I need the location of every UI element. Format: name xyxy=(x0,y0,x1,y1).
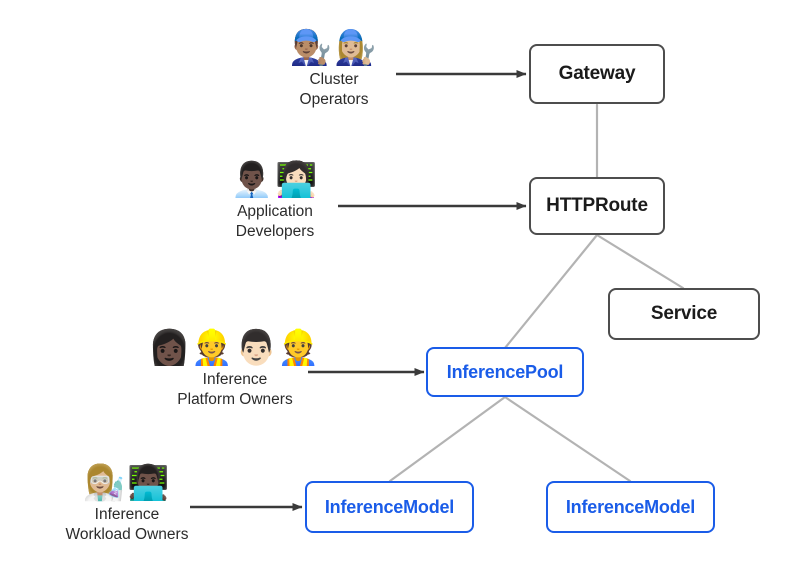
node-service[interactable]: Service xyxy=(608,288,760,340)
inference-workload-owners-label-line1: Inference xyxy=(94,506,160,523)
node-service-label: Service xyxy=(650,303,718,324)
node-httproute-label: HTTPRoute xyxy=(546,195,648,216)
connector-inferencepool-inferencemodel-left xyxy=(388,395,507,483)
node-inferencemodel-left[interactable]: InferenceModel xyxy=(305,481,474,533)
connector-httproute-inferencepool xyxy=(503,233,599,350)
inference-platform-owners-label-line2: Platform Owners xyxy=(177,391,293,408)
cluster-operators-label-line1: Cluster xyxy=(309,71,359,88)
inference-platform-owners-emoji: 👩🏿‍👷👨🏻‍👷 xyxy=(148,328,322,368)
cluster-operators-label-line2: Operators xyxy=(299,91,369,108)
node-inferencepool[interactable]: InferencePool xyxy=(426,347,584,397)
cluster-operators-label: Cluster Operators xyxy=(300,70,369,110)
node-gateway[interactable]: Gateway xyxy=(529,44,665,104)
node-httproute[interactable]: HTTPRoute xyxy=(529,177,665,235)
connector-inferencepool-inferencemodel-right xyxy=(503,395,632,483)
node-inferencemodel-left-label: InferenceModel xyxy=(324,496,455,517)
inference-workload-owners-label-line2: Workload Owners xyxy=(65,526,189,543)
persona-cluster-operators: 👨🏽‍🔧👩🏼‍🔧 Cluster Operators xyxy=(239,28,429,110)
node-inferencemodel-right-label: InferenceModel xyxy=(565,496,696,517)
inference-workload-owners-label: Inference Workload Owners xyxy=(66,505,189,545)
persona-application-developers: 👨🏿‍💼👩🏻‍💻 Application Developers xyxy=(180,160,370,242)
cluster-operators-emoji: 👨🏽‍🔧👩🏼‍🔧 xyxy=(289,28,379,68)
inference-workload-owners-emoji: 👩🏼‍🔬👨🏿‍💻 xyxy=(82,463,172,503)
node-gateway-label: Gateway xyxy=(558,63,636,84)
inference-platform-owners-label: Inference Platform Owners xyxy=(177,370,292,410)
node-inferencemodel-right[interactable]: InferenceModel xyxy=(546,481,715,533)
persona-inference-platform-owners: 👩🏿‍👷👨🏻‍👷 Inference Platform Owners xyxy=(140,328,330,410)
persona-inference-workload-owners: 👩🏼‍🔬👨🏿‍💻 Inference Workload Owners xyxy=(32,463,222,545)
application-developers-label: Application Developers xyxy=(236,202,314,242)
connector-httproute-service xyxy=(595,233,685,290)
application-developers-label-line2: Developers xyxy=(235,223,315,240)
application-developers-emoji: 👨🏿‍💼👩🏻‍💻 xyxy=(230,160,320,200)
node-inferencepool-label: InferencePool xyxy=(446,361,564,382)
application-developers-label-line1: Application xyxy=(237,203,313,220)
inference-platform-owners-label-line1: Inference xyxy=(202,371,268,388)
